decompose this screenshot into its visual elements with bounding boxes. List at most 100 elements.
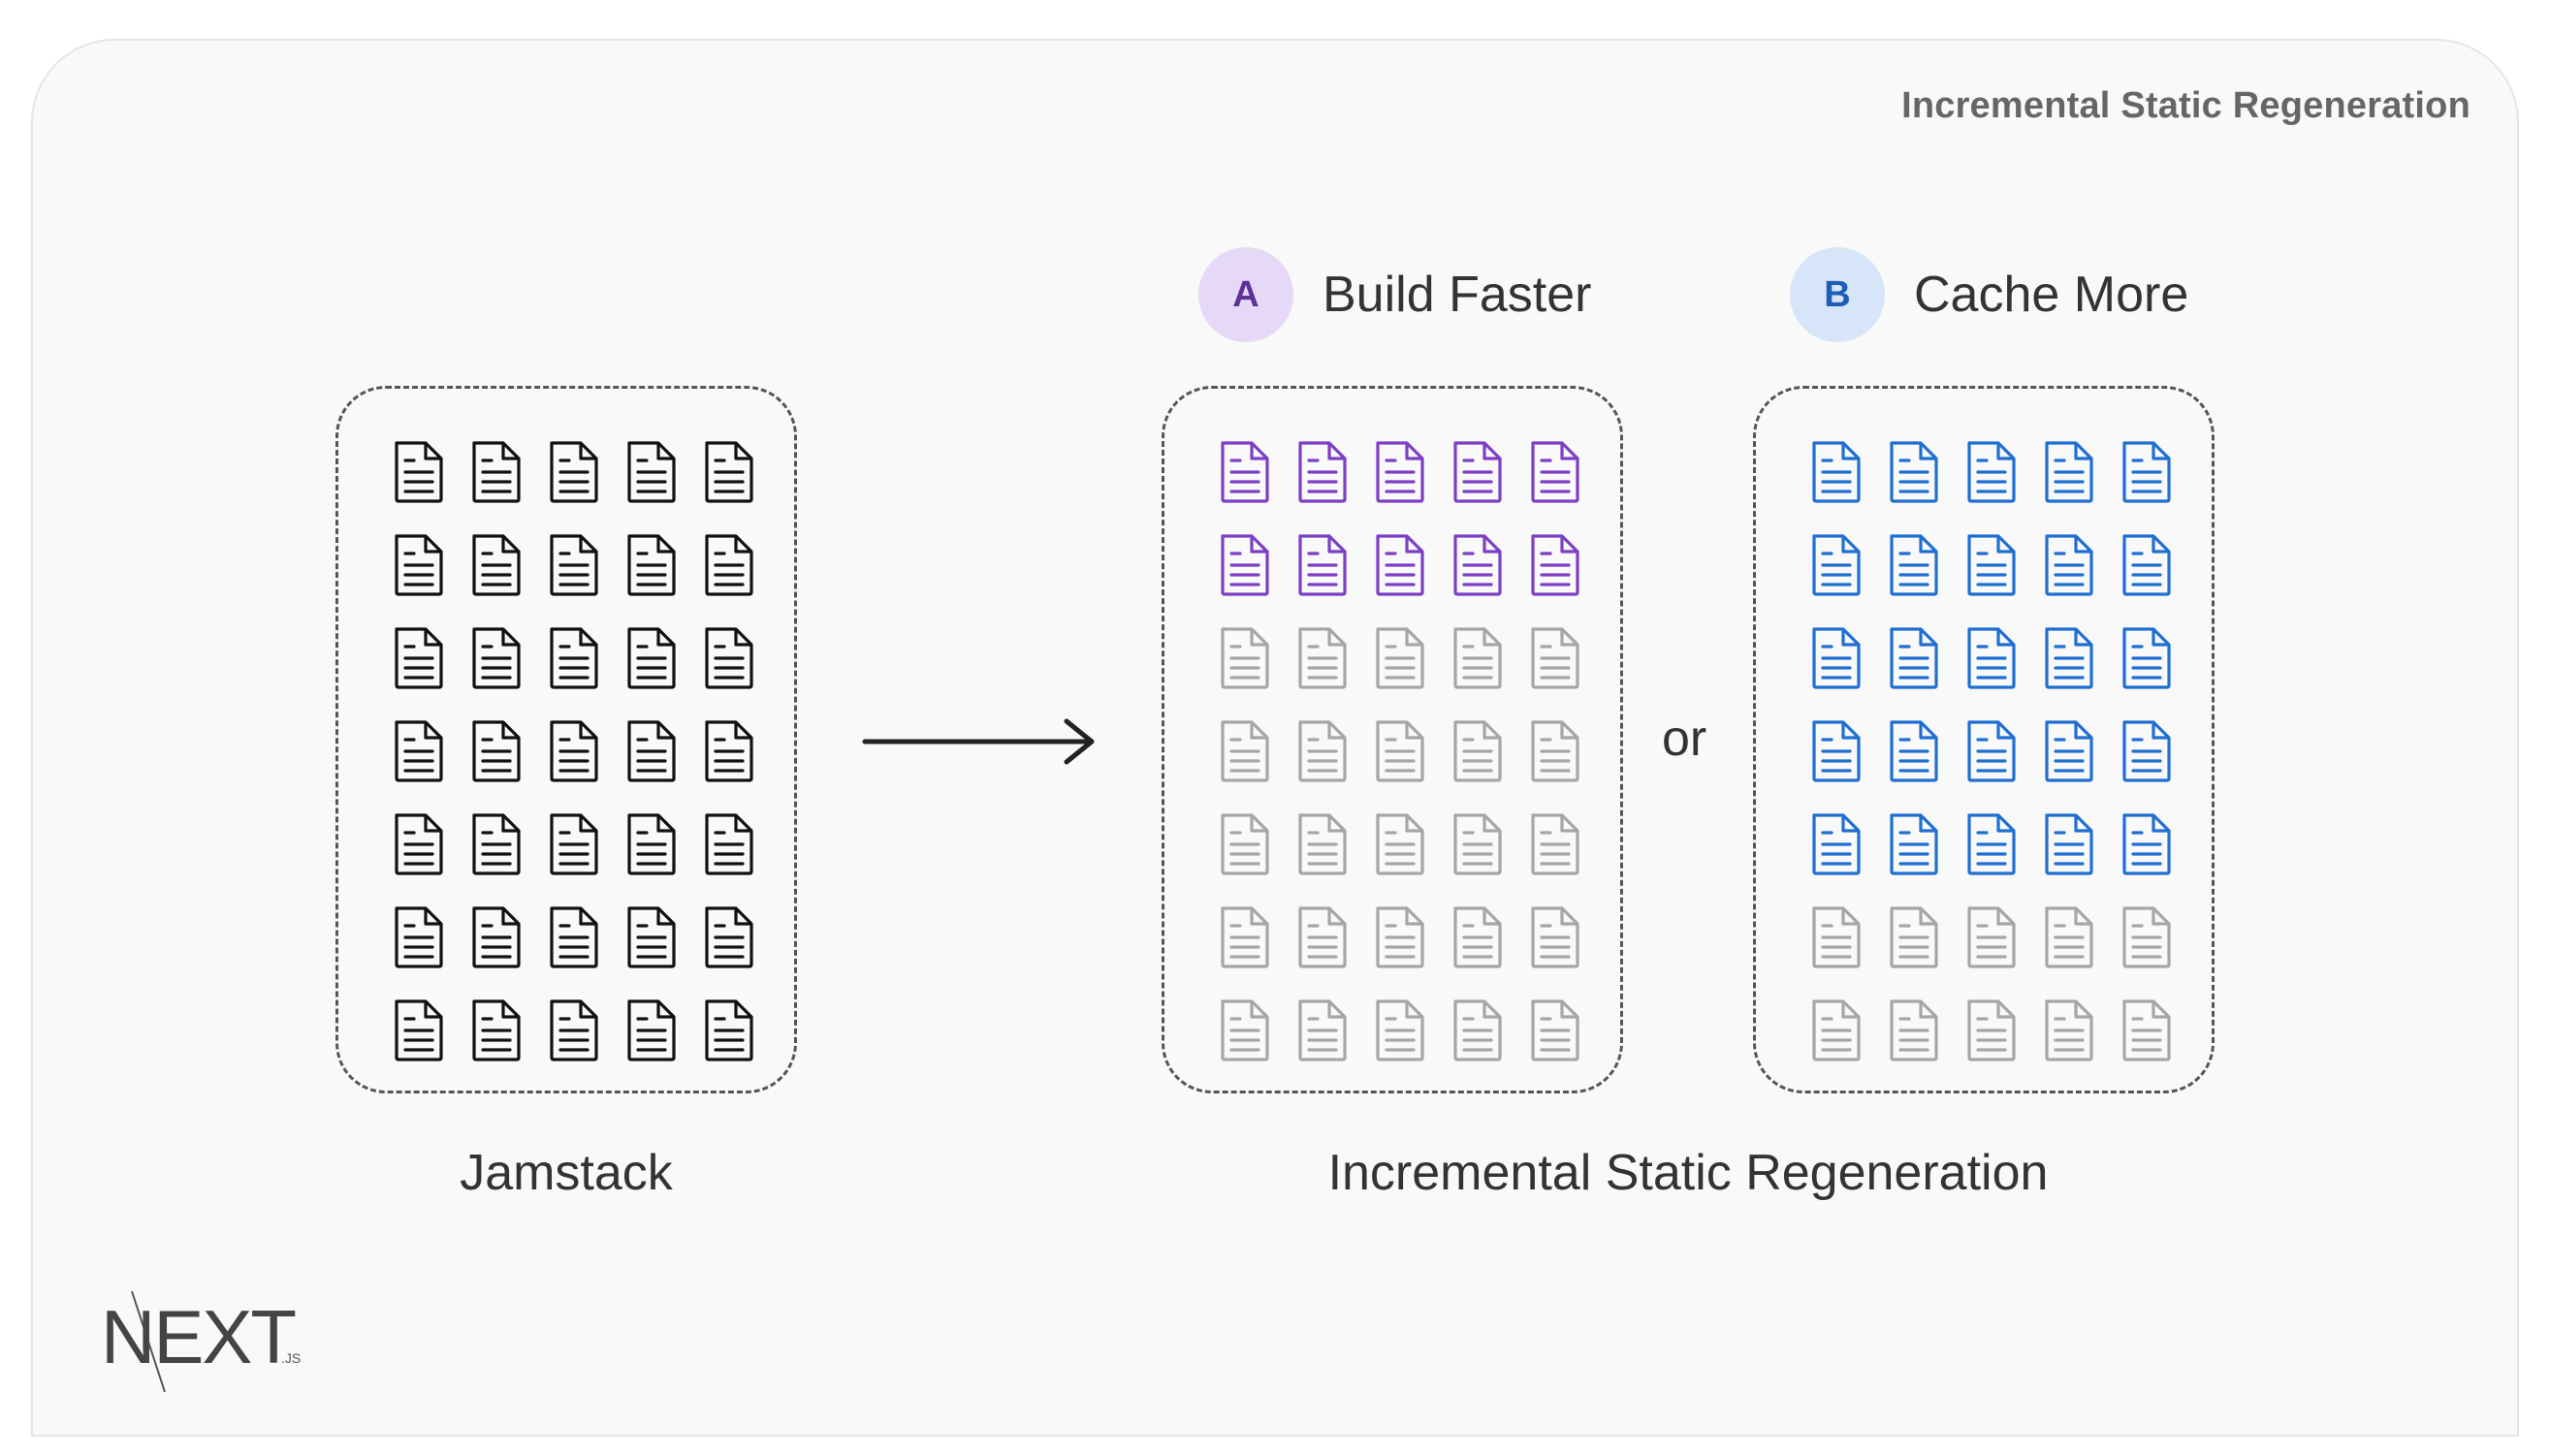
- document-icon-inactive: [1284, 984, 1361, 1077]
- document-icon: [1798, 426, 1875, 519]
- document-icon: [1361, 519, 1439, 612]
- document-icon-inactive: [1361, 612, 1439, 705]
- document-icon: [535, 705, 613, 798]
- document-icon: [1875, 519, 1953, 612]
- document-icon: [1953, 612, 2030, 705]
- document-icon-inactive: [1361, 984, 1439, 1077]
- document-icon: [1206, 426, 1284, 519]
- document-icon-inactive: [1798, 984, 1875, 1077]
- document-icon-inactive: [1284, 891, 1361, 984]
- document-icon-inactive: [1439, 705, 1516, 798]
- document-icon: [613, 984, 690, 1077]
- document-icon: [380, 705, 458, 798]
- document-icon: [613, 891, 690, 984]
- document-icon: [1875, 612, 1953, 705]
- document-icon: [1798, 612, 1875, 705]
- jamstack-caption: Jamstack: [460, 1145, 673, 1201]
- document-icon: [1361, 426, 1439, 519]
- document-icon: [458, 705, 535, 798]
- document-icon-inactive: [1516, 705, 1594, 798]
- document-icon-inactive: [2108, 984, 2185, 1077]
- build-faster-panel: [1162, 386, 1623, 1093]
- jamstack-panel: [335, 386, 797, 1093]
- document-icon-inactive: [1284, 705, 1361, 798]
- document-icon: [2030, 798, 2108, 891]
- document-icon: [690, 519, 768, 612]
- document-icon: [458, 519, 535, 612]
- diagram-title: Incremental Static Regeneration: [1901, 85, 2470, 126]
- document-icon: [1953, 519, 2030, 612]
- document-icon: [690, 891, 768, 984]
- document-icon-inactive: [1206, 984, 1284, 1077]
- document-icon: [458, 612, 535, 705]
- document-icon-inactive: [1439, 891, 1516, 984]
- document-icon: [458, 426, 535, 519]
- document-icon: [380, 426, 458, 519]
- document-icon-inactive: [1516, 891, 1594, 984]
- nextjs-logo: NEXT .JS: [101, 1290, 301, 1393]
- document-icon: [458, 891, 535, 984]
- bottom-divider: [31, 1435, 2519, 1437]
- document-icon: [1439, 426, 1516, 519]
- option-b-badge: B: [1790, 247, 1885, 342]
- document-icon-inactive: [1875, 891, 1953, 984]
- document-icon: [613, 798, 690, 891]
- document-icon-inactive: [1361, 798, 1439, 891]
- logo-text: NEXT: [101, 1294, 295, 1379]
- document-icon: [1875, 798, 1953, 891]
- document-icon: [1953, 426, 2030, 519]
- logo-suffix: .JS: [281, 1350, 301, 1366]
- document-icon: [2030, 519, 2108, 612]
- document-icon: [690, 426, 768, 519]
- document-icon: [613, 426, 690, 519]
- cache-more-icon-grid: [1798, 426, 2185, 1065]
- option-b-title: Cache More: [1914, 267, 2189, 323]
- document-icon: [1953, 798, 2030, 891]
- document-icon: [380, 891, 458, 984]
- document-icon: [2108, 705, 2185, 798]
- document-icon: [535, 426, 613, 519]
- document-icon-inactive: [1798, 891, 1875, 984]
- document-icon: [1284, 519, 1361, 612]
- document-icon-inactive: [1206, 891, 1284, 984]
- document-icon: [380, 612, 458, 705]
- document-icon-inactive: [1953, 891, 2030, 984]
- document-icon: [458, 984, 535, 1077]
- document-icon: [1439, 519, 1516, 612]
- arrow-right-icon: [862, 718, 1095, 765]
- document-icon: [2108, 519, 2185, 612]
- document-icon: [690, 984, 768, 1077]
- document-icon: [458, 798, 535, 891]
- document-icon: [1284, 426, 1361, 519]
- cache-more-panel: [1753, 386, 2215, 1093]
- document-icon-inactive: [1206, 798, 1284, 891]
- document-icon: [1206, 519, 1284, 612]
- document-icon: [380, 798, 458, 891]
- document-icon: [2030, 426, 2108, 519]
- document-icon: [690, 612, 768, 705]
- document-icon: [1953, 705, 2030, 798]
- document-icon-inactive: [1284, 798, 1361, 891]
- document-icon: [535, 798, 613, 891]
- document-icon-inactive: [1439, 612, 1516, 705]
- document-icon: [2108, 612, 2185, 705]
- document-icon-inactive: [2030, 891, 2108, 984]
- isr-caption: Incremental Static Regeneration: [1327, 1145, 2049, 1201]
- document-icon-inactive: [1953, 984, 2030, 1077]
- or-label: or: [1662, 711, 1707, 767]
- option-a-badge: A: [1198, 247, 1293, 342]
- option-a-heading: A Build Faster: [1198, 246, 1591, 343]
- document-icon-inactive: [1284, 612, 1361, 705]
- document-icon: [1875, 705, 1953, 798]
- document-icon: [613, 705, 690, 798]
- document-icon-inactive: [1439, 984, 1516, 1077]
- document-icon: [380, 984, 458, 1077]
- document-icon: [535, 519, 613, 612]
- document-icon-inactive: [1206, 705, 1284, 798]
- document-icon: [1516, 519, 1594, 612]
- option-b-heading: B Cache More: [1790, 246, 2188, 343]
- document-icon-inactive: [1516, 984, 1594, 1077]
- document-icon: [2108, 798, 2185, 891]
- document-icon: [2030, 612, 2108, 705]
- document-icon-inactive: [2108, 891, 2185, 984]
